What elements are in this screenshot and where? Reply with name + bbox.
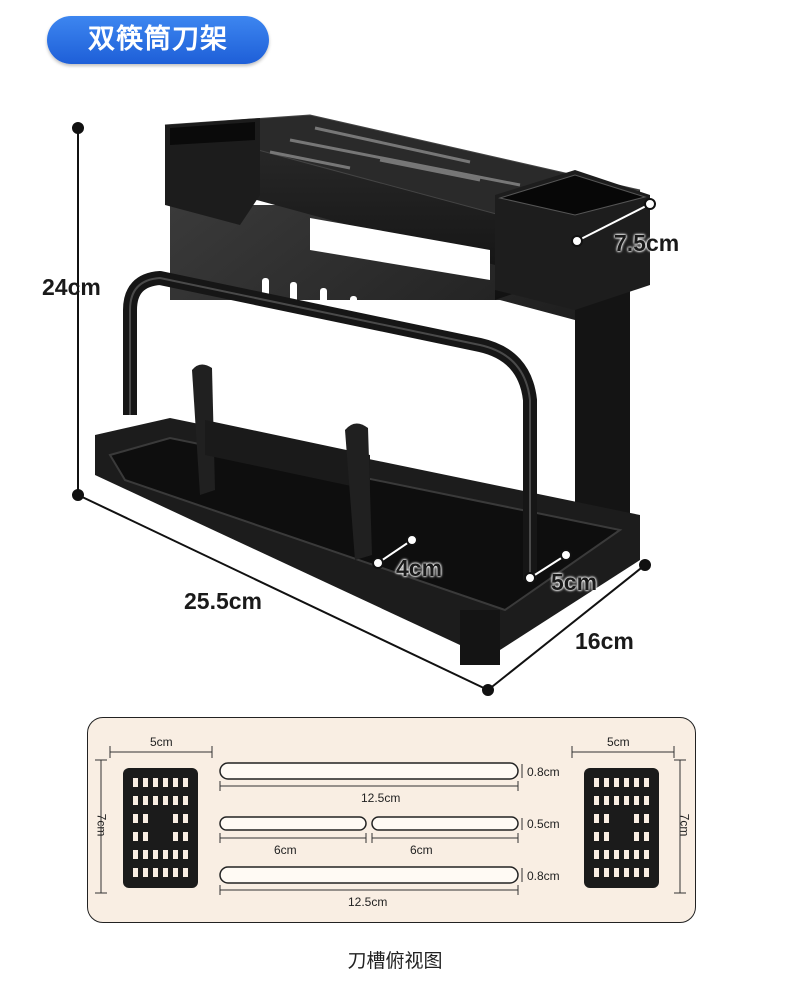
dimension-lines: [72, 122, 651, 696]
slot-gap-a-label: 4cm: [396, 555, 443, 581]
grill-bars: [262, 278, 507, 490]
depth-label: 16cm: [575, 628, 634, 654]
top-view-caption: 刀槽俯视图: [347, 950, 443, 972]
slot3-width-label: 0.8cm: [527, 869, 560, 883]
width-label: 25.5cm: [184, 588, 263, 614]
slot3-length-label: 12.5cm: [348, 895, 388, 909]
title-badge: 双筷筒刀架: [47, 16, 269, 64]
slot2b-length-label: 6cm: [410, 843, 433, 857]
knife-slots: [269, 126, 521, 187]
slot-gap-b-label: 5cm: [551, 569, 598, 595]
left-cup-height-label: 7cm: [94, 813, 109, 837]
slot2-width-label: 0.5cm: [527, 817, 560, 831]
left-cup-width-label: 5cm: [150, 735, 173, 749]
right-cup-height-label: 7cm: [677, 813, 692, 837]
cup-width-label: 7.5cm: [614, 230, 680, 256]
slot1-width-label: 0.8cm: [527, 765, 560, 779]
top-view-panel: [87, 717, 696, 923]
height-label: 24cm: [42, 274, 101, 300]
slot2a-length-label: 6cm: [274, 843, 297, 857]
right-cup-width-label: 5cm: [607, 735, 630, 749]
slot-gap-markers: [372, 198, 656, 584]
slot1-length-label: 12.5cm: [361, 791, 401, 805]
knife-holder-illustration: [72, 114, 656, 696]
